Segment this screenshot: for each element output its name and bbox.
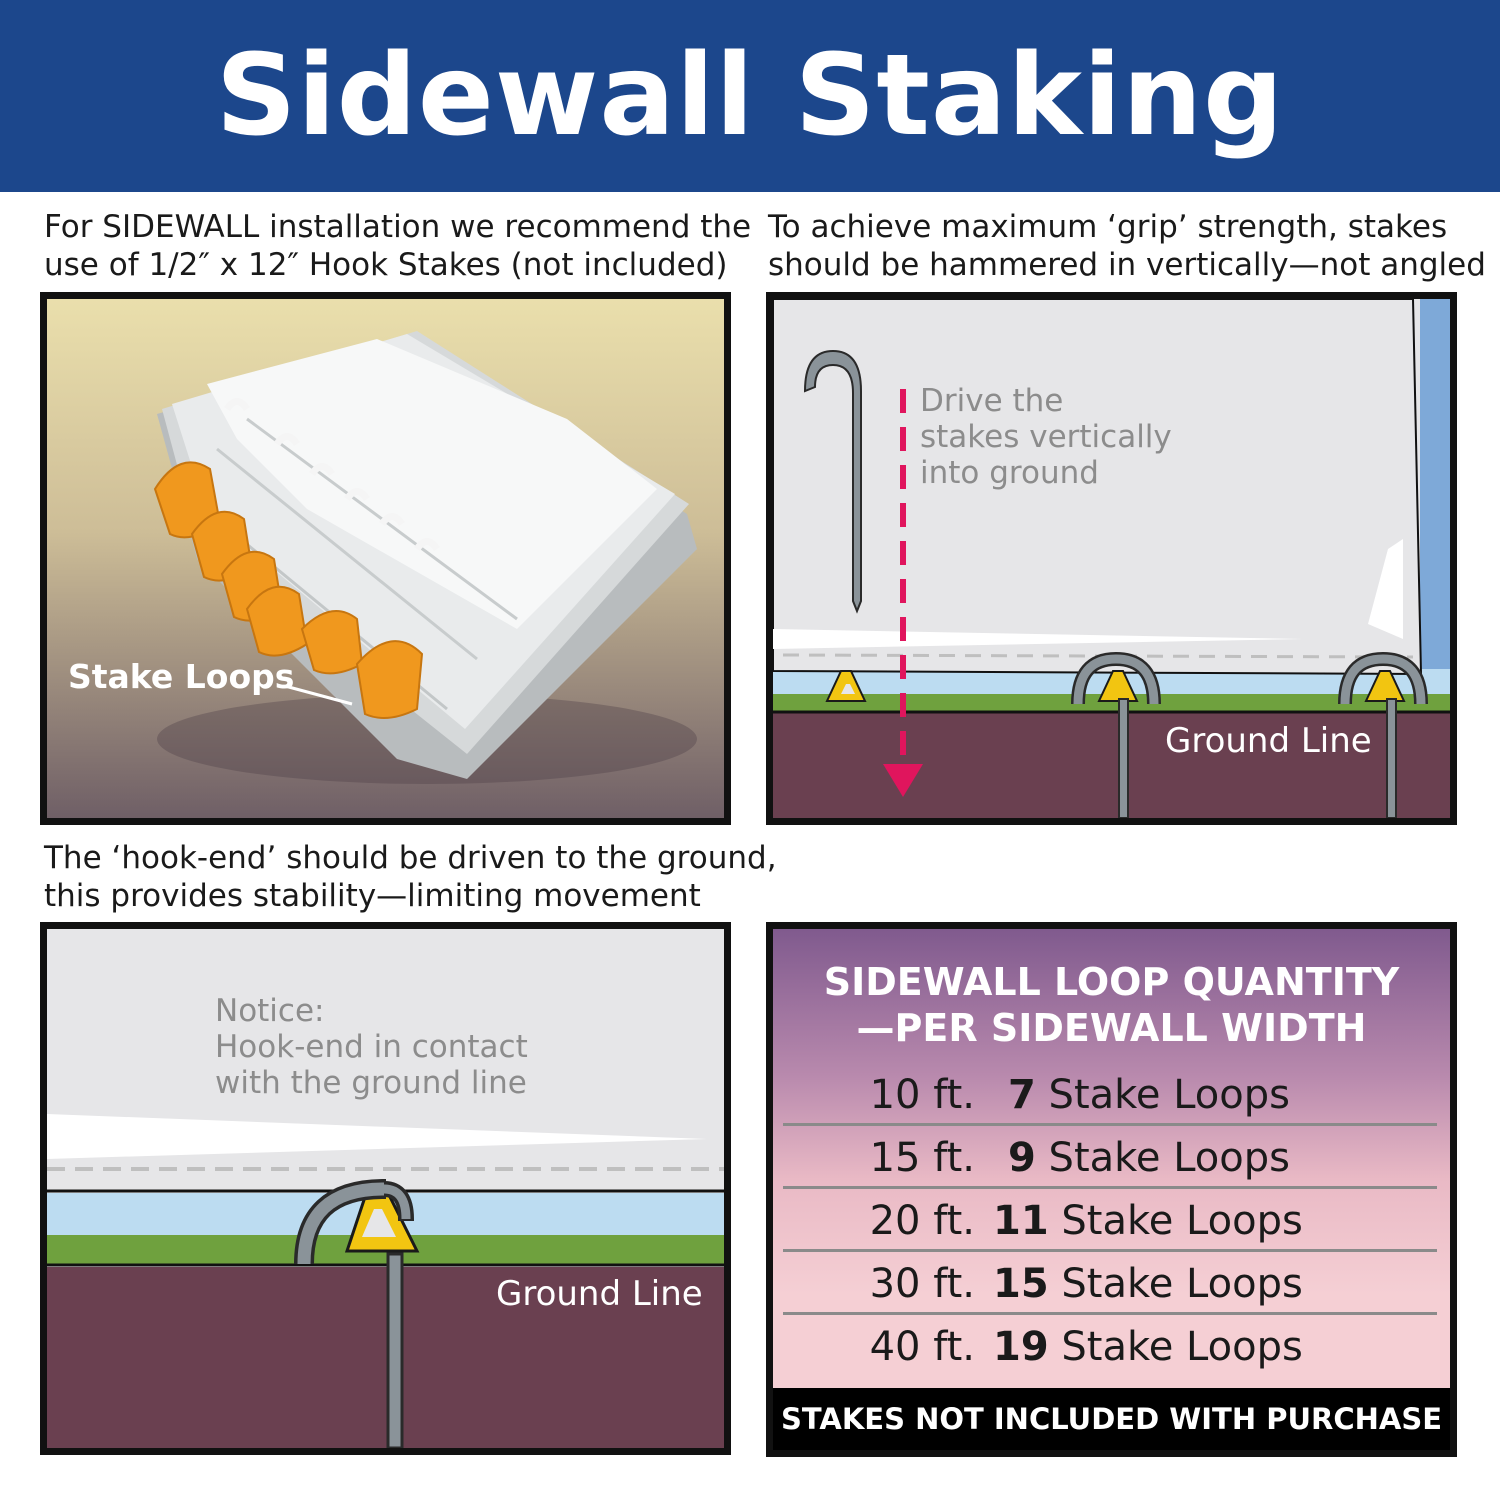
- stake-loop-straps: [153, 461, 424, 719]
- hook-end-panel: Notice: Hook-end in contact with the gro…: [40, 922, 731, 1455]
- quantity-width: 30 ft.: [869, 1261, 975, 1307]
- sidewall-photo-panel: Stake Loops: [40, 292, 731, 825]
- row-divider: [783, 1312, 1437, 1315]
- quantity-row: 30 ft. 15 Stake Loops: [783, 1253, 1437, 1315]
- quantity-count-unit: Stake Loops: [1035, 1135, 1290, 1181]
- panel1-caption: For SIDEWALL installation we recommend t…: [44, 208, 751, 284]
- notice-note: Notice: Hook-end in contact with the gro…: [215, 993, 528, 1101]
- quantity-count-number: 7: [1008, 1072, 1036, 1118]
- drive-note-line2: stakes vertically: [920, 419, 1172, 455]
- quantity-count-number: 15: [993, 1261, 1049, 1307]
- drive-note-line3: into ground: [920, 455, 1099, 491]
- panel2-caption-line2: should be hammered in vertically—not ang…: [768, 247, 1486, 283]
- quantity-count-unit: Stake Loops: [1035, 1072, 1290, 1118]
- notice-note-line3: with the ground line: [215, 1065, 527, 1101]
- stakes-not-included-banner: STAKES NOT INCLUDED WITH PURCHASE: [773, 1388, 1450, 1450]
- quantity-count-number: 11: [993, 1198, 1049, 1244]
- panel3-caption-line2: this provides stability—limiting movemen…: [44, 878, 701, 914]
- quantity-count: 11 Stake Loops: [993, 1190, 1303, 1252]
- hook-end-diagram: [47, 929, 724, 1448]
- quantity-count: 7 Stake Loops: [1008, 1064, 1290, 1126]
- panel1-caption-line2: use of 1/2″ x 12″ Hook Stakes (not inclu…: [44, 247, 728, 283]
- arrow-head-icon: [883, 764, 923, 797]
- quantity-count-number: 9: [1008, 1135, 1036, 1181]
- quantity-count-unit: Stake Loops: [1048, 1198, 1303, 1244]
- sidewall-fabric: [47, 1114, 707, 1159]
- drive-note: Drive the stakes vertically into ground: [920, 383, 1172, 491]
- ground-line-label: Ground Line: [496, 1274, 703, 1314]
- quantity-count-unit: Stake Loops: [1048, 1324, 1303, 1370]
- quantity-row: 10 ft. 7 Stake Loops: [783, 1064, 1437, 1126]
- quantity-row: 20 ft. 11 Stake Loops: [783, 1190, 1437, 1252]
- quantity-count: 19 Stake Loops: [993, 1316, 1303, 1378]
- quantity-title: SIDEWALL LOOP QUANTITY —PER SIDEWALL WID…: [773, 959, 1450, 1051]
- row-divider: [783, 1186, 1437, 1189]
- stake-vertical-icon: [803, 349, 862, 614]
- quantity-row: 40 ft. 19 Stake Loops: [783, 1316, 1437, 1378]
- quantity-title-line2: —PER SIDEWALL WIDTH: [856, 1006, 1367, 1050]
- header-banner: [0, 0, 1500, 192]
- ground-line-label: Ground Line: [1165, 721, 1372, 761]
- panel1-caption-line1: For SIDEWALL installation we recommend t…: [44, 209, 752, 245]
- stake-loops-label: Stake Loops: [68, 657, 295, 696]
- quantity-title-line1: SIDEWALL LOOP QUANTITY: [823, 960, 1400, 1004]
- drive-note-line1: Drive the: [920, 383, 1064, 419]
- grass-band: [773, 694, 1450, 712]
- panel3-caption-line1: The ‘hook-end’ should be driven to the g…: [44, 840, 777, 876]
- panel3-caption: The ‘hook-end’ should be driven to the g…: [44, 839, 777, 915]
- page-title: Sidewall Staking: [215, 31, 1285, 161]
- row-divider: [783, 1249, 1437, 1252]
- stake-loops-pointer: [284, 684, 353, 706]
- folded-sidewall-illustration: [47, 299, 724, 818]
- sidewall-hooks: [224, 398, 440, 552]
- panel2-caption: To achieve maximum ‘grip’ strength, stak…: [768, 208, 1486, 284]
- quantity-count-unit: Stake Loops: [1048, 1261, 1303, 1307]
- quantity-count: 15 Stake Loops: [993, 1253, 1303, 1315]
- soil-band: [47, 1267, 724, 1448]
- notice-note-line2: Hook-end in contact: [215, 1029, 528, 1065]
- quantity-count: 9 Stake Loops: [1008, 1127, 1290, 1189]
- quantity-width: 10 ft.: [869, 1072, 975, 1118]
- loop-quantity-panel: SIDEWALL LOOP QUANTITY —PER SIDEWALL WID…: [766, 922, 1457, 1457]
- panel2-caption-line1: To achieve maximum ‘grip’ strength, stak…: [768, 209, 1448, 245]
- row-divider: [783, 1123, 1437, 1126]
- tent-pole-strip: [1420, 299, 1450, 694]
- vertical-staking-diagram: [773, 299, 1450, 818]
- quantity-width: 15 ft.: [869, 1135, 975, 1181]
- quantity-count-number: 19: [993, 1324, 1049, 1370]
- quantity-width: 40 ft.: [869, 1324, 975, 1370]
- quantity-width: 20 ft.: [869, 1198, 975, 1244]
- notice-note-line1: Notice:: [215, 993, 325, 1029]
- driven-stakes: [1071, 651, 1428, 818]
- quantity-row: 15 ft. 9 Stake Loops: [783, 1127, 1437, 1189]
- vertical-staking-panel: Drive the stakes vertically into ground …: [766, 292, 1457, 825]
